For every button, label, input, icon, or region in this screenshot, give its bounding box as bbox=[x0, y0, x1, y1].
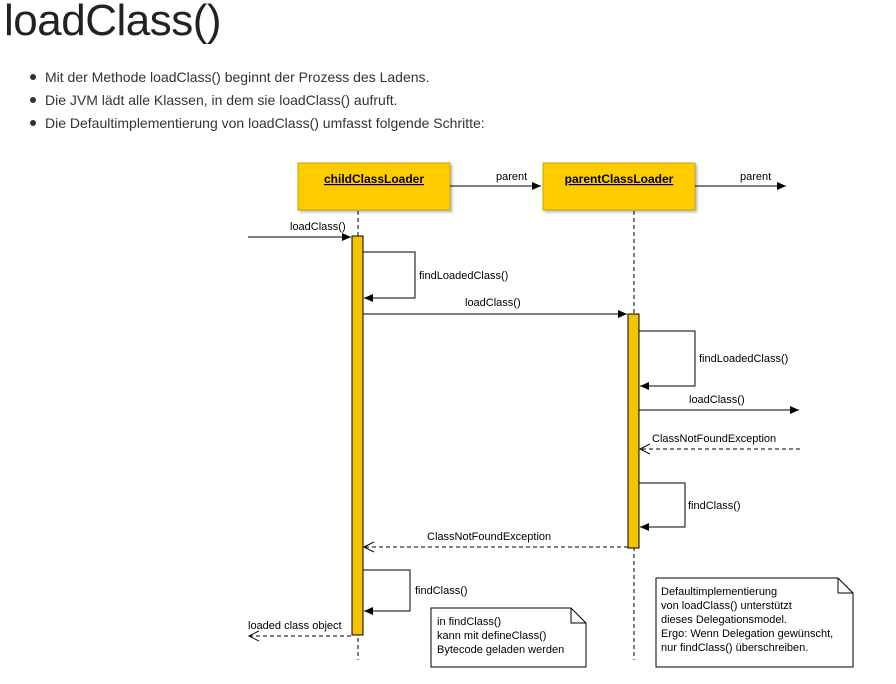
bullet-list: Mit der Methode loadClass() beginnt der … bbox=[30, 66, 485, 135]
parent-activation-bar bbox=[627, 313, 640, 549]
loadclass-to-parent-label: loadClass() bbox=[465, 297, 521, 309]
loaded-return-label: loaded class object bbox=[248, 620, 342, 632]
bullet-item: Die JVM lädt alle Klassen, in dem sie lo… bbox=[30, 89, 485, 112]
page-title: loadClass() bbox=[4, 0, 222, 45]
bullet-item: Die Defaultimplementierung von loadClass… bbox=[30, 112, 485, 135]
find-loaded-child-label: findLoadedClass() bbox=[419, 270, 508, 282]
note-line: kann mit defineClass() bbox=[437, 630, 546, 642]
find-loaded-parent-label: findLoadedClass() bbox=[699, 353, 788, 365]
note-line: nur findClass() überschreiben. bbox=[661, 642, 808, 654]
note-line: von loadClass() unterstützt bbox=[661, 600, 792, 612]
find-loaded-parent-arrow bbox=[639, 330, 696, 390]
parent-object-label: parentClassLoader bbox=[565, 172, 674, 186]
cnfe-in-label: ClassNotFoundException bbox=[652, 433, 776, 445]
note-delegation: Defaultimplementierung von loadClass() u… bbox=[655, 577, 854, 668]
child-activation-bar bbox=[351, 235, 364, 636]
cnfe-return-label: ClassNotFoundException bbox=[427, 531, 551, 543]
loadclass-in-label: loadClass() bbox=[290, 221, 346, 233]
note-line: Defaultimplementierung bbox=[661, 586, 777, 598]
parent-object-box: parentClassLoader bbox=[542, 162, 696, 211]
find-class-parent-arrow bbox=[639, 482, 686, 531]
note-find-class: in findClass() kann mit defineClass() By… bbox=[430, 607, 587, 668]
bullet-item: Mit der Methode loadClass() beginnt der … bbox=[30, 66, 485, 89]
note-line: in findClass() bbox=[437, 616, 501, 628]
parent-label-2: parent bbox=[740, 171, 771, 183]
child-object-label: childClassLoader bbox=[324, 172, 424, 186]
note-line: dieses Delegationsmodel. bbox=[661, 614, 787, 626]
find-class-child-arrow bbox=[363, 569, 411, 615]
note-line: Bytecode geladen werden bbox=[437, 644, 564, 656]
parent-label-1: parent bbox=[496, 171, 527, 183]
find-loaded-child-arrow bbox=[363, 251, 416, 302]
find-class-parent-label: findClass() bbox=[688, 500, 741, 512]
note-line: Ergo: Wenn Delegation gewünscht, bbox=[661, 628, 833, 640]
find-class-child-label: findClass() bbox=[415, 585, 468, 597]
child-object-box: childClassLoader bbox=[297, 162, 451, 211]
loadclass-out-label: loadClass() bbox=[689, 394, 745, 406]
